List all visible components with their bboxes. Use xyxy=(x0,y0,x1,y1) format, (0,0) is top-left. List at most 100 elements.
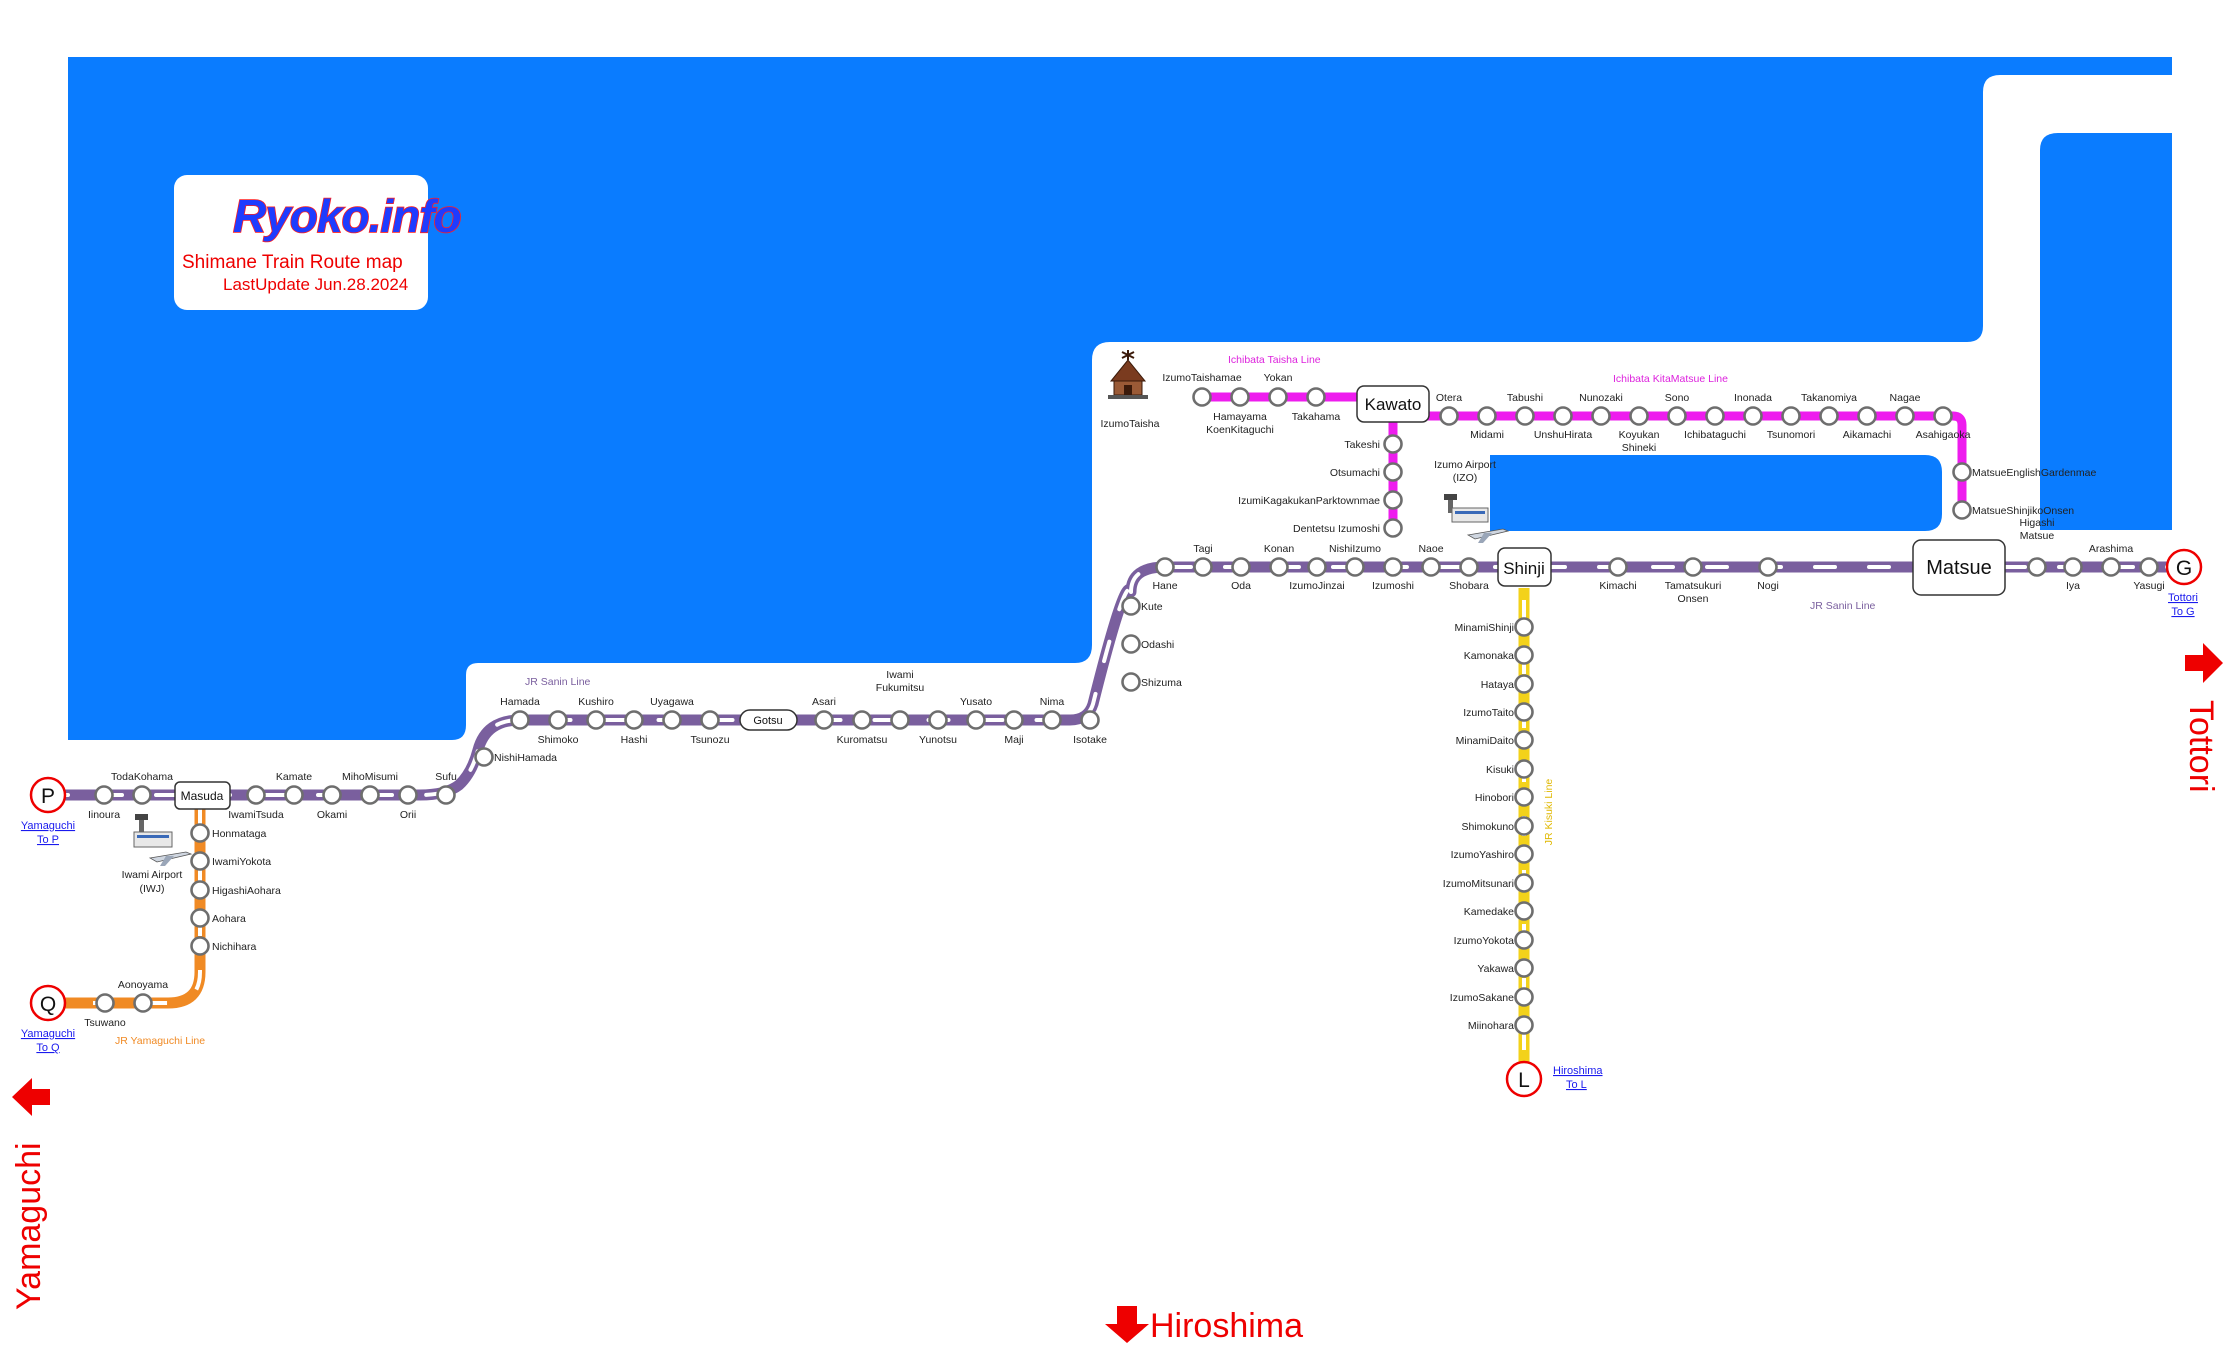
external-q[interactable]: Q Yamaguchi To Q xyxy=(21,984,75,1054)
station-marker[interactable] xyxy=(1933,406,1953,426)
station-jr-kisuki[interactable]: IzumoTaito xyxy=(1463,702,1534,722)
station-marker[interactable] xyxy=(1080,710,1100,730)
direction-west[interactable]: Yamaguchi xyxy=(10,1078,50,1310)
station-marker[interactable] xyxy=(1514,844,1534,864)
station-marker[interactable] xyxy=(1629,406,1649,426)
station-ichibata-kitamatsue[interactable]: Otera xyxy=(1436,392,1462,426)
station-marker[interactable] xyxy=(1514,702,1534,722)
station-jr-kisuki[interactable]: Yakawa xyxy=(1477,958,1534,978)
station-marker[interactable] xyxy=(95,993,115,1013)
station-marker[interactable] xyxy=(1121,634,1141,654)
station-marker[interactable] xyxy=(1515,406,1535,426)
station-jr-yamaguchi[interactable]: Honmataga xyxy=(190,823,267,843)
station-ichibata-kitamatsue[interactable]: Sono xyxy=(1665,392,1690,426)
station-jr-sanin-west[interactable]: Hamada xyxy=(500,696,540,730)
external-g-link-line2[interactable]: To G xyxy=(2171,606,2194,618)
station-jr-yamaguchi[interactable]: IwamiYokota xyxy=(190,851,272,871)
station-marker[interactable] xyxy=(510,710,530,730)
station-marker[interactable] xyxy=(398,785,418,805)
station-ichibata-kitamatsue[interactable]: Nunozaki xyxy=(1579,392,1623,426)
station-ichibata-kawato-south[interactable]: Otsumachi xyxy=(1330,462,1403,482)
station-jr-sanin-east[interactable]: Arashima xyxy=(2089,543,2134,577)
station-jr-sanin-east[interactable]: NishiIzumo xyxy=(1329,543,1381,577)
station-marker[interactable] xyxy=(1781,406,1801,426)
station-marker[interactable] xyxy=(1421,557,1441,577)
station-marker[interactable] xyxy=(190,936,210,956)
station-jr-sanin-east[interactable]: Tagi xyxy=(1193,543,1213,577)
station-ichibata-kitamatsue[interactable]: Takanomiya xyxy=(1801,392,1857,426)
station-jr-kisuki[interactable]: Shimokuno xyxy=(1461,816,1534,836)
station-ichibata-kitamatsue[interactable]: MatsueShinjikoOnsen xyxy=(1952,500,2075,520)
station-jr-kisuki[interactable]: Kamedake xyxy=(1464,901,1534,921)
station-jr-yamaguchi[interactable]: Tsuwano xyxy=(84,993,126,1030)
station-jr-sanin-west[interactable]: Isotake xyxy=(1073,710,1107,747)
hub-kawato[interactable]: Kawato xyxy=(1356,385,1430,423)
station-jr-sanin-west[interactable]: Sufu xyxy=(435,771,457,805)
station-jr-kisuki[interactable]: MinamiShinji xyxy=(1454,617,1534,637)
station-marker[interactable] xyxy=(1193,557,1213,577)
station-marker[interactable] xyxy=(1307,557,1327,577)
external-g-link-line1[interactable]: Tottori xyxy=(2168,592,2198,604)
external-q-link-line1[interactable]: Yamaguchi xyxy=(21,1028,75,1040)
station-jr-sanin-west[interactable]: MihoMisumi xyxy=(342,771,398,805)
station-ichibata-kitamatsue[interactable]: Ichibataguchi xyxy=(1684,406,1746,442)
station-jr-sanin-east[interactable]: Nogi xyxy=(1757,557,1779,593)
station-marker[interactable] xyxy=(1004,710,1024,730)
station-jr-yamaguchi[interactable]: Aonoyama xyxy=(118,979,168,1013)
station-marker[interactable] xyxy=(1383,462,1403,482)
station-marker[interactable] xyxy=(190,823,210,843)
station-marker[interactable] xyxy=(1514,674,1534,694)
station-marker[interactable] xyxy=(474,747,494,767)
station-marker[interactable] xyxy=(1439,406,1459,426)
landmark-izumo-taisha[interactable]: IzumoTaisha xyxy=(1101,350,1160,430)
station-marker[interactable] xyxy=(624,710,644,730)
station-ichibata-taisha[interactable]: Takahama xyxy=(1292,387,1341,424)
station-marker[interactable] xyxy=(700,710,720,730)
station-jr-yamaguchi[interactable]: Nichihara xyxy=(190,936,257,956)
landmark-iwami-airport[interactable]: Iwami Airport (IWJ) xyxy=(122,814,193,895)
station-jr-sanin-west[interactable]: Yunotsu xyxy=(919,710,957,747)
station-jr-sanin-west[interactable]: IwamiTsuda xyxy=(228,785,284,822)
station-ichibata-kitamatsue[interactable]: Tabushi xyxy=(1507,392,1543,426)
station-jr-sanin-west[interactable]: Asari xyxy=(812,696,836,730)
station-marker[interactable] xyxy=(890,710,910,730)
station-marker[interactable] xyxy=(1383,518,1403,538)
external-g[interactable]: G Tottori To G xyxy=(2165,548,2203,618)
station-marker[interactable] xyxy=(1514,958,1534,978)
station-marker[interactable] xyxy=(94,785,114,805)
station-jr-sanin-east[interactable]: Hane xyxy=(1152,557,1178,593)
station-ichibata-kawato-south[interactable]: Dentetsu Izumoshi xyxy=(1293,518,1403,538)
direction-south[interactable]: Hiroshima xyxy=(1105,1306,1303,1345)
hub-masuda[interactable]: Masuda xyxy=(174,781,231,810)
station-jr-yamaguchi[interactable]: Aohara xyxy=(190,908,247,928)
station-marker[interactable] xyxy=(1345,557,1365,577)
station-jr-sanin-east[interactable]: Yasugi xyxy=(2133,557,2165,593)
station-marker[interactable] xyxy=(1667,406,1687,426)
station-jr-sanin-west[interactable]: Shimoko xyxy=(538,710,579,747)
station-marker[interactable] xyxy=(814,710,834,730)
station-marker[interactable] xyxy=(1306,387,1326,407)
station-jr-yamaguchi[interactable]: HigashiAohara xyxy=(190,880,282,900)
station-marker[interactable] xyxy=(1857,406,1877,426)
station-marker[interactable] xyxy=(1459,557,1479,577)
station-marker[interactable] xyxy=(1514,1015,1534,1035)
station-marker[interactable] xyxy=(586,710,606,730)
station-ichibata-taisha[interactable]: Yokan xyxy=(1264,372,1293,407)
station-ichibata-kitamatsue[interactable]: Tsunomori xyxy=(1767,406,1815,442)
station-marker[interactable] xyxy=(1514,730,1534,750)
station-marker[interactable] xyxy=(548,710,568,730)
station-ichibata-kitamatsue[interactable]: Nagae xyxy=(1890,392,1921,426)
station-jr-sanin-west[interactable]: Uyagawa xyxy=(650,696,694,730)
station-marker[interactable] xyxy=(928,710,948,730)
station-ichibata-kitamatsue[interactable]: UnshuHirata xyxy=(1534,406,1593,442)
station-marker[interactable] xyxy=(322,785,342,805)
station-jr-sanin-west[interactable]: Kushiro xyxy=(578,696,614,730)
station-marker[interactable] xyxy=(1192,387,1212,407)
station-jr-kisuki[interactable]: IzumoYashiro xyxy=(1451,844,1534,864)
station-jr-sanin-west[interactable]: Maji xyxy=(1004,710,1024,747)
external-l-link-line2[interactable]: To L xyxy=(1566,1079,1587,1091)
station-jr-sanin-west[interactable]: Tsunozu xyxy=(690,710,730,747)
